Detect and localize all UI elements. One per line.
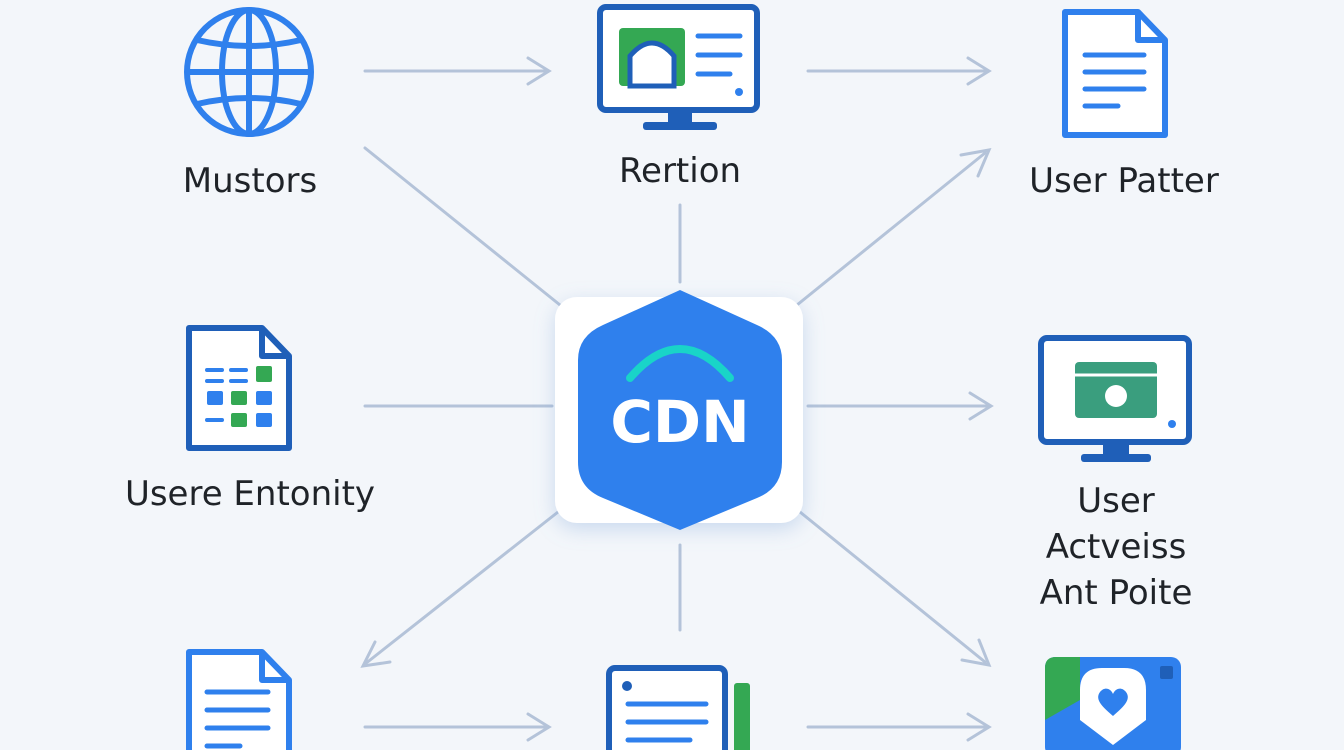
arrowhead	[968, 391, 994, 421]
monitor-icon	[597, 4, 760, 130]
globe-icon	[184, 7, 314, 137]
arrow-hub-to-user-patter	[795, 151, 987, 307]
node-label-rertion: Rertion	[618, 151, 742, 191]
form-document-icon	[606, 665, 750, 750]
document-icon	[1062, 9, 1168, 138]
arrow-hub-to-bottom-right	[798, 510, 987, 664]
arrowhead	[966, 56, 992, 86]
arrowhead	[960, 638, 992, 667]
arrowhead	[526, 56, 552, 86]
arrowhead	[966, 712, 992, 742]
monitor-icon	[1038, 335, 1192, 462]
spreadsheet-document-icon	[186, 325, 292, 451]
line-mustors-to-hub	[363, 146, 562, 307]
document-icon	[186, 649, 292, 750]
arrowhead	[959, 148, 992, 178]
hub-label: CDN	[610, 388, 749, 456]
cdn-hub-icon: CDN	[555, 290, 803, 530]
node-label-usere-entonity: Usere Entonity	[124, 474, 376, 514]
arrow-hub-to-bottom-left	[363, 510, 560, 666]
connectors	[360, 56, 994, 742]
node-label-user-patter: User Patter	[1029, 161, 1219, 201]
node-label-mustors: Mustors	[182, 161, 318, 201]
node-label-user-actveiss: User Actveiss Ant Poite	[1039, 481, 1193, 613]
arrowhead	[526, 712, 552, 742]
heart-photo-icon	[1045, 657, 1181, 750]
arrowhead	[360, 640, 392, 668]
